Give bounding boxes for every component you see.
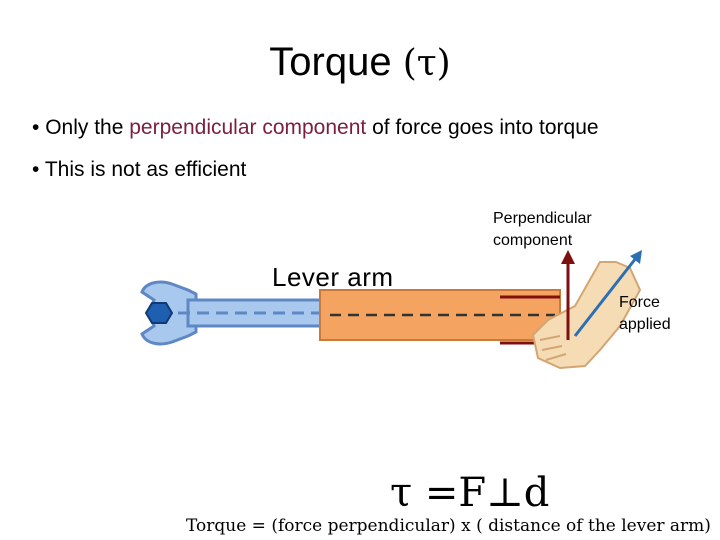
bolt-icon <box>144 302 174 324</box>
perpendicular-component-label: Perpendicular component <box>493 208 592 252</box>
torque-formula: τ =F⊥d <box>390 470 549 516</box>
slide-title: Torque (τ) <box>0 40 720 85</box>
bullet-1-prefix: Only the <box>45 116 130 139</box>
tau-symbol: (τ) <box>402 43 451 84</box>
formula-caption: Torque = (force perpendicular) x ( dista… <box>186 516 711 536</box>
force-applied-label: Force applied <box>619 292 671 336</box>
bullet-1-highlight: perpendicular component <box>129 116 367 139</box>
formula-main: τ =F <box>390 470 487 516</box>
force-label-line1: Force <box>619 294 660 311</box>
slide-title-text: Torque <box>269 40 403 84</box>
perpendicular-label-line1: Perpendicular <box>493 210 592 227</box>
bullet-dot: • <box>32 116 40 139</box>
force-arrow <box>573 250 642 337</box>
lever-arm-bar <box>319 289 561 345</box>
bullet-2-text: This is not as efficient <box>44 158 247 181</box>
bullet-1-suffix: of force goes into torque <box>366 116 599 139</box>
force-label-line2: applied <box>619 316 671 333</box>
lever-arm-label: Lever arm <box>272 262 394 292</box>
bullet-2: • This is not as efficient <box>32 158 246 182</box>
wrench-icon <box>140 280 340 346</box>
perp-symbol: ⊥ <box>486 470 524 516</box>
formula-tail: d <box>523 470 550 516</box>
bullet-1: • Only the perpendicular component of fo… <box>32 116 599 140</box>
perpendicular-arrow <box>561 250 575 340</box>
perpendicular-label-line2: component <box>493 232 573 249</box>
bullet-dot: • <box>32 158 40 181</box>
